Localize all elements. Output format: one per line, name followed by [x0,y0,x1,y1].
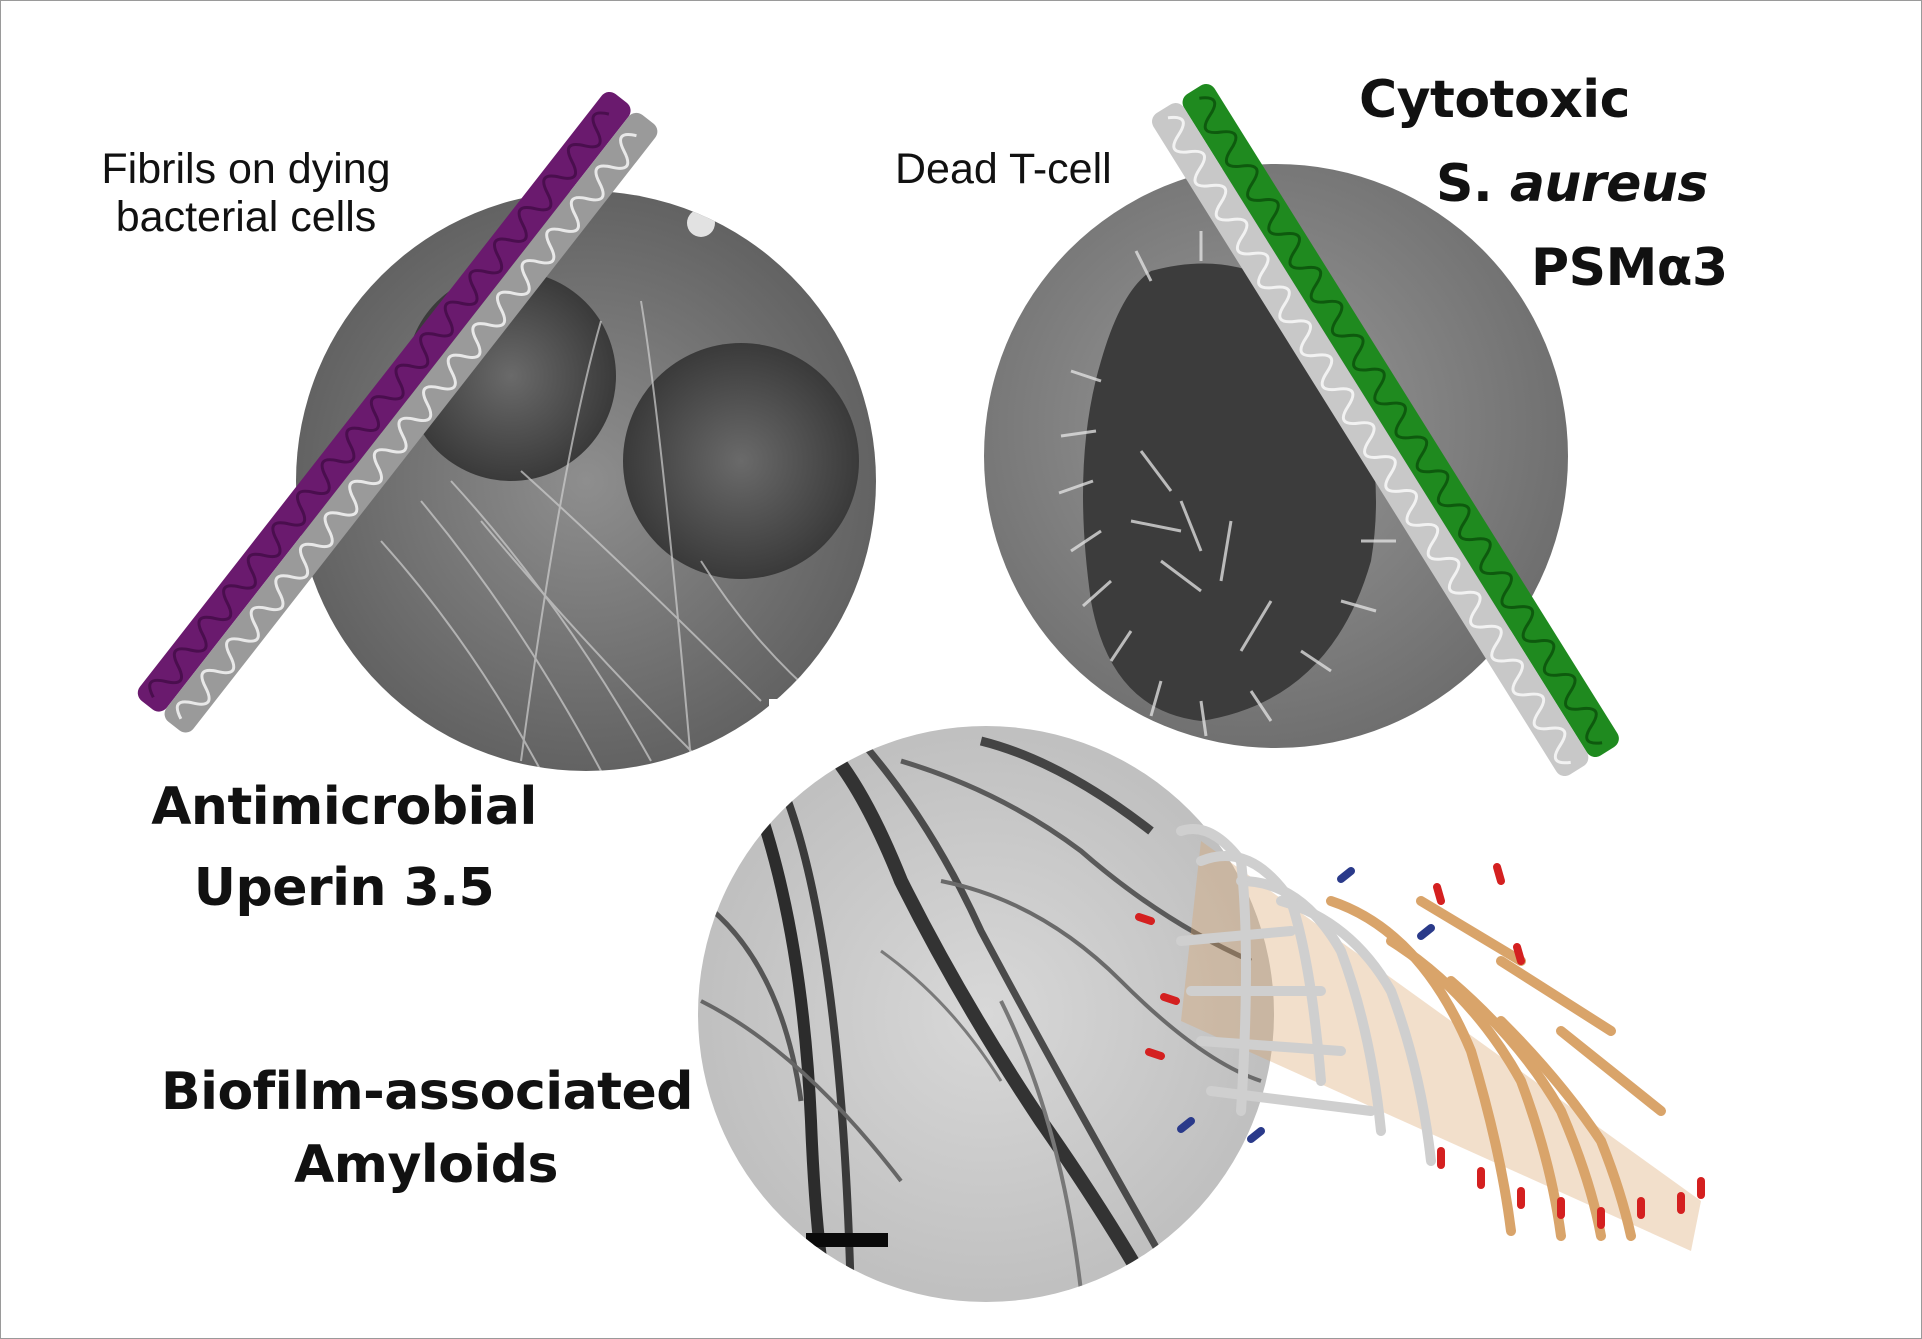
bacterial-cell-2 [623,343,859,579]
psm-fibril-model [1152,83,1619,777]
antimicrobial-title-line1: Antimicrobial [151,777,537,837]
species-genus: S. [1436,154,1510,214]
antimicrobial-title: Antimicrobial Uperin 3.5 [149,767,539,928]
biofilm-title-line1: Biofilm-associated [161,1062,694,1122]
nitrogen-tips [1177,867,1435,1143]
species-epithet: aureus [1509,154,1709,214]
biofilm-micrograph [698,726,1274,1302]
curli-fibril-model [1135,824,1705,1251]
sem-micrograph [984,164,1568,748]
cytotoxic-title-line1: Cytotoxic [1359,70,1630,130]
biofilm-title-line2: Amyloids [294,1134,558,1195]
debris-spot [687,209,715,237]
dead-t-cell [1083,263,1376,721]
biofilm-fibrils [699,736,1262,1302]
scale-bar [806,1233,888,1247]
biofilm-title: Biofilm-associated Amyloids [161,1056,694,1202]
uperin-fibril-model [137,91,658,733]
cytotoxic-title-line2: S. aureus [1436,155,1708,213]
antimicrobial-title-line2: Uperin 3.5 [193,857,495,918]
oxygen-tips [1135,863,1705,1229]
cytotoxic-title-line3: PSMα3 [1531,238,1728,298]
antimicrobial-note-line2: bacterial cells [115,193,377,242]
antimicrobial-note-line1: Fibrils on dying [101,145,391,193]
antimicrobial-note: Fibrils on dying bacterial cells [81,145,411,241]
cytotoxic-note: Dead T-cell [895,145,1112,193]
